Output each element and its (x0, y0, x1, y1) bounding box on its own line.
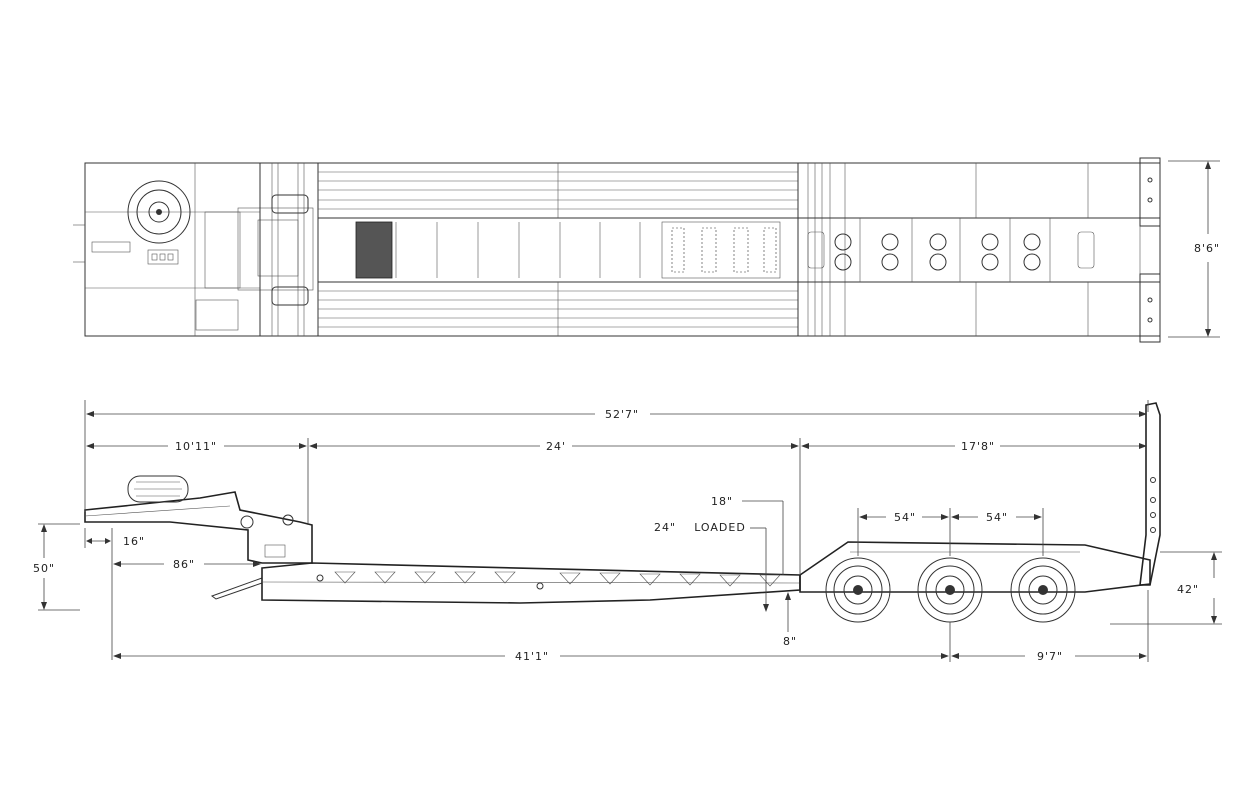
side-main-deck (261, 562, 801, 604)
axle-spacing-2-label: 54" (986, 511, 1008, 524)
deck-height-top-label: 18" (711, 495, 733, 508)
side-view: 52'7" 10'11" 24' 17'8" 50" 16" 86" (33, 400, 1222, 663)
axle-to-rear-label: 9'7" (1037, 650, 1063, 663)
overall-length-label: 52'7" (605, 408, 639, 421)
axle-spacing-1-label: 54" (894, 511, 916, 524)
plan-spare-tire (127, 180, 191, 244)
gooseneck-length-label: 10'11" (175, 440, 217, 453)
gooseneck-offset-label: 16" (123, 535, 145, 548)
deck-length-label: 24' (546, 440, 566, 453)
kingpin-to-deck-label: 86" (173, 558, 195, 571)
front-height-label: 50" (33, 562, 55, 575)
plan-view: 8'6" (73, 157, 1220, 343)
side-spare-tire (127, 475, 189, 503)
ground-clearance-label: 8" (783, 635, 797, 648)
deck-height-loaded-value: 24" (654, 521, 676, 534)
plan-grating-panel (355, 221, 393, 279)
plan-gooseneck (84, 162, 261, 337)
width-label: 8'6" (1194, 242, 1220, 255)
axle-2 (917, 557, 983, 623)
axle-3 (1010, 557, 1076, 623)
rear-deck-height-label: 42" (1177, 583, 1199, 596)
side-rear-ramp (1139, 402, 1161, 586)
side-rear-deck (799, 541, 1151, 593)
axle-1 (825, 557, 891, 623)
rear-deck-length-label: 17'8" (961, 440, 995, 453)
side-gooseneck (84, 491, 313, 564)
plan-rear-deck (797, 162, 1161, 337)
kingpin-to-axle-label: 41'1" (515, 650, 549, 663)
deck-height-loaded-label: LOADED (694, 521, 746, 534)
